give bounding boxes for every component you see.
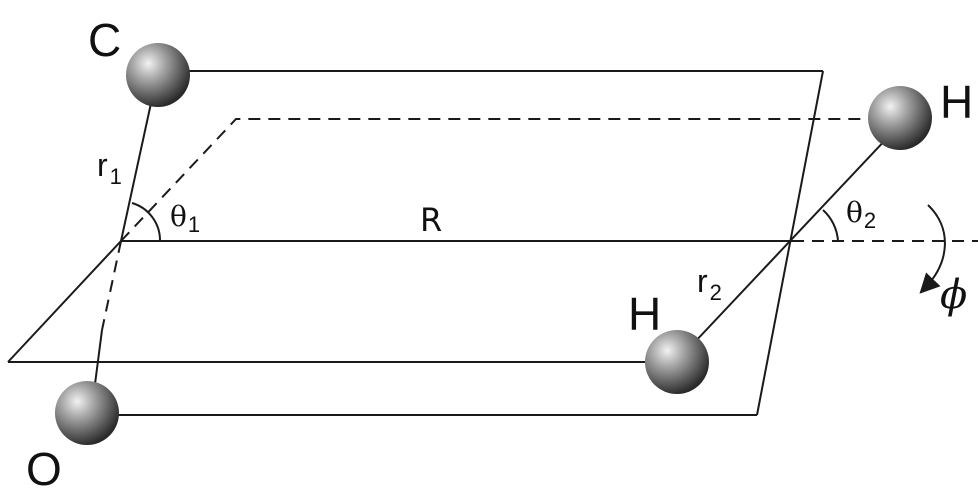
theta2-label: θ2 — [846, 196, 876, 233]
R-label: R — [420, 201, 442, 239]
theta1-label: θ1 — [170, 200, 200, 237]
r1-label: r1 — [97, 147, 122, 189]
r1-main: r — [97, 147, 108, 183]
hydrogen-near-label: H — [628, 288, 661, 340]
theta1-main: θ — [170, 200, 187, 233]
r2-label: r2 — [697, 263, 722, 305]
phi-label: ϕ — [940, 272, 967, 318]
theta2-subscript: 2 — [864, 208, 876, 233]
h2-plane-left-edge — [7, 240, 122, 363]
carbon-atom — [126, 43, 190, 107]
hydrogen-far-label: H — [940, 76, 973, 128]
theta2-main: θ — [846, 196, 863, 229]
hydrogen-atom-near — [645, 330, 709, 394]
co-bond-dashed — [101, 240, 122, 331]
hydrogen-atom-far — [868, 86, 932, 150]
oxygen-label: O — [26, 443, 62, 490]
r1-subscript: 1 — [110, 164, 122, 189]
oxygen-atom — [55, 381, 119, 445]
phi-rotation-arrow — [919, 204, 946, 294]
carbon-label: C — [88, 14, 121, 66]
r2-bond — [675, 118, 906, 363]
co-plane-right-edge — [756, 70, 824, 416]
theta1-subscript: 1 — [188, 212, 200, 237]
r2-main: r — [697, 263, 708, 299]
theta1-arc — [131, 202, 162, 242]
r2-subscript: 2 — [710, 280, 722, 305]
theta2-arc — [822, 209, 839, 242]
h2-plane-back-edge — [120, 118, 905, 242]
